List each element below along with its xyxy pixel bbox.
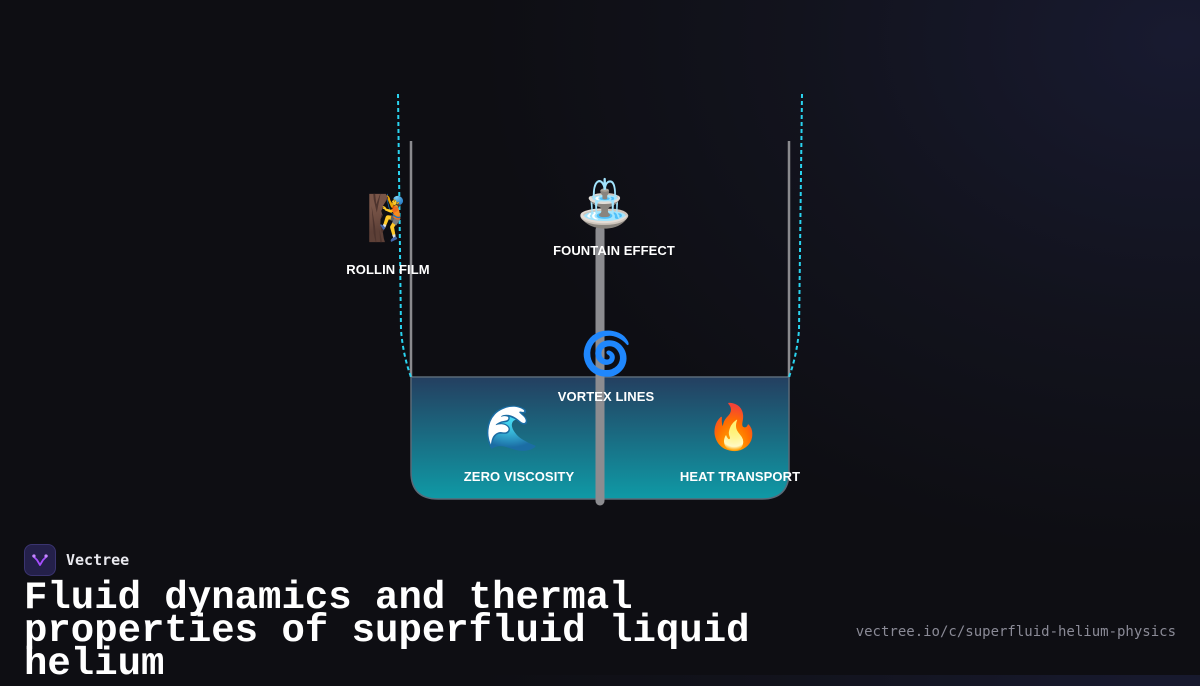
rollin-film-label: ROLLIN FILM	[346, 262, 430, 277]
climber-icon: 🧗	[366, 193, 421, 244]
brand: Vectree	[24, 544, 129, 576]
fountain-effect-label: FOUNTAIN EFFECT	[553, 243, 675, 258]
wave-icon: 🌊	[484, 403, 539, 454]
page-url: vectree.io/c/superfluid-helium-physics	[855, 624, 1176, 640]
vectree-logo-icon	[24, 544, 56, 576]
cyclone-icon: 🌀	[580, 329, 633, 378]
vectree-logo-mark	[32, 554, 48, 566]
brand-name: Vectree	[66, 551, 130, 569]
fire-icon: 🔥	[706, 402, 761, 453]
vortex-lines-label: VORTEX LINES	[557, 389, 655, 404]
heat-transport-label: HEAT TRANSPORT	[679, 469, 801, 484]
rollin-film-right	[788, 93, 803, 378]
page-title: Fluid dynamics and thermal properties of…	[24, 576, 750, 686]
zero-viscosity-label: ZERO VISCOSITY	[463, 469, 575, 484]
fountain-icon: ⛲	[576, 176, 634, 230]
